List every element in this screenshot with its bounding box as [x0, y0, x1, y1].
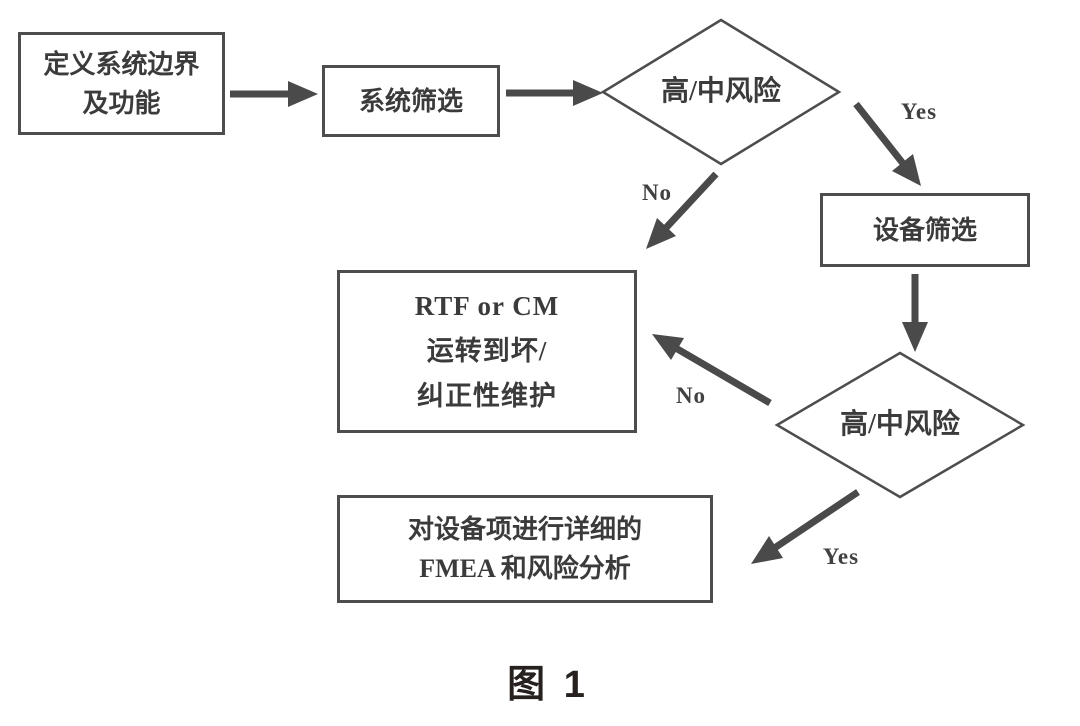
edge-label-no-1: No [641, 180, 673, 205]
box-fmea-analysis: 对设备项进行详细的 FMEA 和风险分析 [337, 495, 713, 603]
box-fmea-analysis-line1: 对设备项进行详细的 [407, 515, 642, 544]
edge-label-yes-1: Yes [900, 99, 938, 124]
decision-diamond-risk-2 [774, 351, 1026, 499]
arrow-risk1-yes-to-equipment [853, 101, 921, 186]
box-system-screening-label: 系统筛选 [358, 86, 463, 116]
decision-risk-1-label: 高/中风险 [661, 76, 781, 107]
box-fmea-analysis-line2: FMEA 和风险分析 [419, 554, 631, 583]
edge-label-yes-2: Yes [822, 544, 860, 569]
box-equipment-screening: 设备筛选 [820, 193, 1030, 267]
box-rtf-cm-line2: 运转到坏/ [426, 336, 548, 366]
edge-label-no-2: No [675, 383, 707, 408]
arrow-risk1-no-to-rtf [646, 171, 719, 249]
box-rtf-cm-line1: RTF or CM [414, 291, 560, 321]
figure-caption: 图 1 [507, 664, 589, 706]
box-define-system: 定义系统边界 及功能 [18, 32, 225, 135]
box-equipment-screening-label: 设备筛选 [872, 215, 977, 245]
box-rtf-cm-line3: 纠正性维护 [417, 381, 557, 411]
box-system-screening: 系统筛选 [322, 65, 500, 137]
box-define-system-line1: 定义系统边界 [43, 49, 200, 79]
arrow-equipment-to-risk2 [902, 274, 928, 352]
arrow-risk2-no-to-rtf [652, 334, 772, 407]
box-define-system-line2: 及功能 [82, 88, 161, 118]
decision-risk-2-label: 高/中风险 [840, 409, 960, 440]
decision-diamond-risk-1 [600, 18, 842, 166]
arrow-system-to-risk1 [506, 80, 603, 106]
arrow-define-to-system [230, 81, 318, 107]
box-rtf-cm: RTF or CM 运转到坏/ 纠正性维护 [337, 270, 637, 433]
arrow-risk2-yes-to-fmea [751, 489, 860, 564]
